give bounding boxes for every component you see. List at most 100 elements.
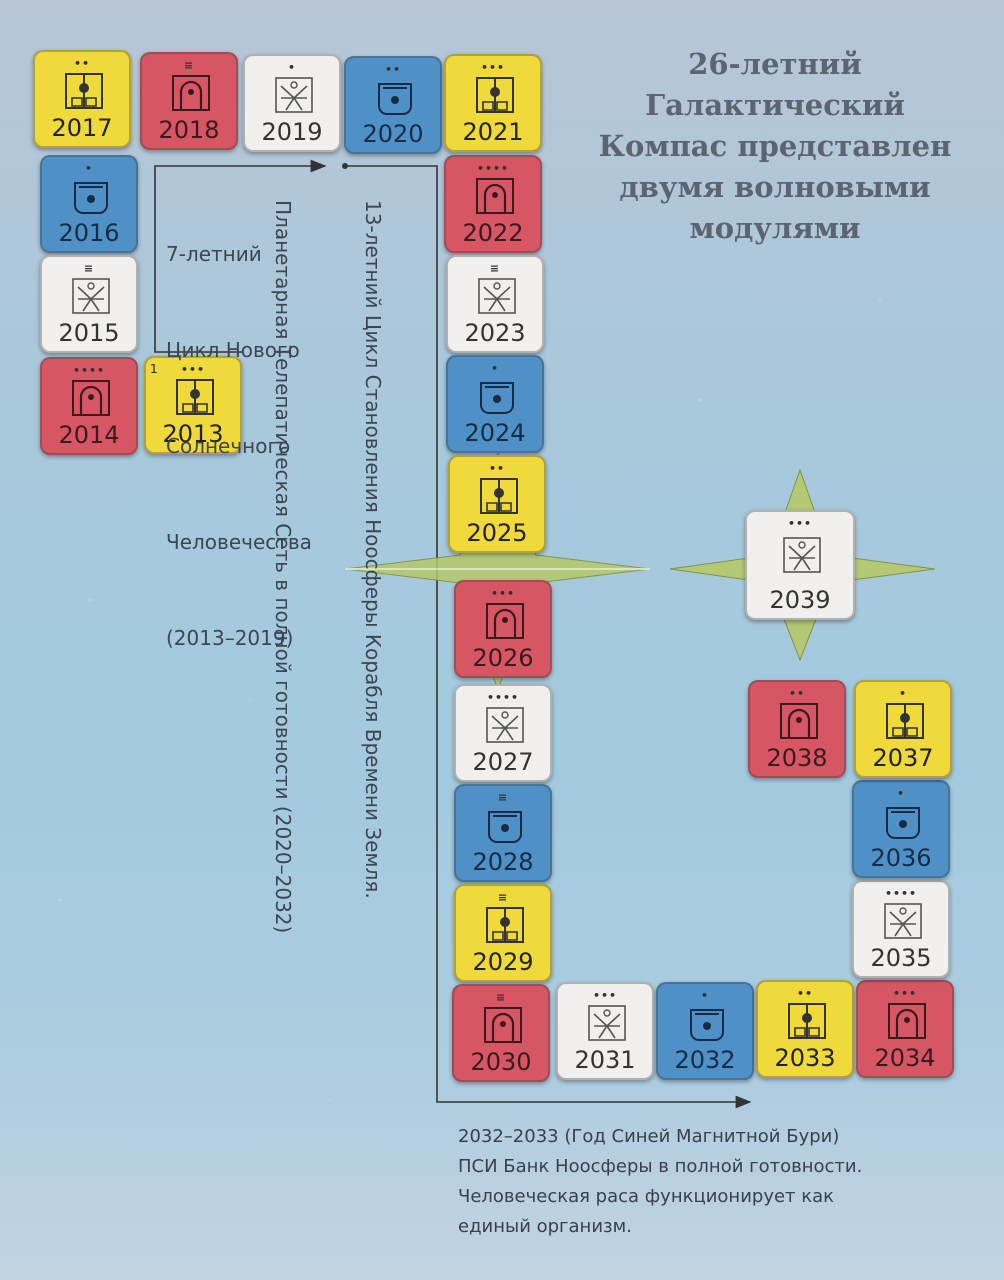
seed-icon [62, 68, 106, 114]
tone-dots: ≡ [497, 791, 509, 804]
year-tile-2030: ≡ 2030 [452, 984, 550, 1082]
tone-dots: •• [796, 987, 814, 1000]
cycle7-line: 7-летний [166, 242, 262, 266]
seed-icon [477, 473, 521, 519]
tone-dots: •• [788, 687, 806, 700]
year-tile-2020: •• 2020 [344, 56, 442, 154]
year-label: 2028 [472, 848, 534, 876]
moon-icon [481, 1002, 525, 1048]
tone-dots: •• [384, 63, 402, 76]
tone-dots: • [700, 989, 710, 1002]
moon-icon [885, 998, 929, 1044]
seed-icon [173, 374, 217, 420]
year-label: 2015 [58, 319, 120, 347]
tone-dots: •••• [486, 691, 520, 704]
tone-dots: •••• [72, 364, 106, 377]
start-number: 1 [150, 362, 158, 376]
year-label: 2013 [162, 420, 224, 448]
moon-icon [169, 70, 213, 116]
year-label: 2038 [766, 744, 828, 772]
year-tile-2026: ••• 2026 [454, 580, 552, 678]
year-tile-2032: • 2032 [656, 982, 754, 1080]
tone-dots: •••• [476, 162, 510, 175]
year-tile-2027: •••• 2027 [454, 684, 552, 782]
year-tile-2033: •• 2033 [756, 980, 854, 1078]
year-tile-2021: •••2021 [444, 54, 542, 152]
year-tile-2024: •2024 [446, 355, 544, 453]
storm-icon [483, 802, 527, 848]
year-label: 2034 [874, 1044, 936, 1072]
year-label: 2032 [674, 1046, 736, 1074]
title-line: двумя волновыми [619, 170, 931, 204]
year-label: 2014 [58, 421, 120, 449]
tone-dots: ••• [490, 587, 516, 600]
tone-dots: ≡ [495, 991, 507, 1004]
cycle7-line: Цикл Нового [166, 338, 300, 362]
year-label: 2020 [362, 120, 424, 148]
year-label: 2029 [472, 948, 534, 976]
tone-dots: • [84, 162, 94, 175]
year-label: 2031 [574, 1046, 636, 1074]
tone-dots: •••• [884, 887, 918, 900]
tone-dots: • [896, 787, 906, 800]
year-label: 2035 [870, 944, 932, 972]
tone-dots: • [898, 687, 908, 700]
seed-icon [883, 698, 927, 744]
tone-dots: •• [488, 462, 506, 475]
cycle7-line: Человечества [166, 530, 312, 554]
wizard-icon [483, 702, 527, 748]
year-label: 2019 [261, 118, 323, 146]
title-line: Компас представлен [598, 129, 952, 163]
year-tile-2015: ≡2015 [40, 255, 138, 353]
year-label: 2018 [158, 116, 220, 144]
note-line: 2032–2033 (Год Синей Магнитной Бури) [458, 1126, 840, 1147]
note-line: ПСИ Банк Ноосферы в полной готовности. [458, 1156, 863, 1177]
year-label: 2016 [58, 219, 120, 247]
tone-dots: ≡ [183, 59, 195, 72]
storm-icon [881, 798, 925, 844]
cycle13-line1: 13-летний Цикл Становления Ноосферы Кора… [361, 200, 385, 899]
storm-icon [373, 74, 417, 120]
tone-dots: ≡ [497, 891, 509, 904]
wizard-icon [881, 898, 925, 944]
year-label: 2030 [470, 1048, 532, 1076]
wizard-icon [69, 273, 113, 319]
cycle7-line: (2013–2019) [166, 626, 294, 650]
tone-dots: ≡ [489, 262, 501, 275]
tone-dots: ••• [592, 989, 618, 1002]
moon-icon [483, 598, 527, 644]
cycle13-line2: Планетарная Телепатическая Сеть в полной… [271, 200, 295, 934]
year-label: 2022 [462, 219, 524, 247]
tone-dots: ••• [892, 987, 918, 1000]
tone-dots: • [287, 61, 297, 74]
title-line: 26-летний [688, 47, 862, 81]
year-label: 2025 [466, 519, 528, 547]
year-label: 2033 [774, 1044, 836, 1072]
year-tile-2014: •••• 2014 [40, 357, 138, 455]
moon-icon [777, 698, 821, 744]
year-tile-2022: •••• 2022 [444, 155, 542, 253]
year-label: 2023 [464, 319, 526, 347]
year-tile-2031: ••• 2031 [556, 982, 654, 1080]
seed-icon [483, 902, 527, 948]
year-tile-2038: •• 2038 [748, 680, 846, 778]
year-label: 2039 [769, 586, 831, 614]
year-tile-2036: • 2036 [852, 780, 950, 878]
year-label: 2026 [472, 644, 534, 672]
year-tile-2018: ≡ 2018 [140, 52, 238, 150]
cycle13-label: 13-летний Цикл Становления Ноосферы Кора… [271, 200, 448, 1060]
year-tile-2023: ≡ 2023 [446, 255, 544, 353]
year-tile-2034: ••• 2034 [856, 980, 954, 1078]
year-label: 2021 [462, 118, 524, 146]
note-line: Человеческая раса функционирует как [458, 1186, 835, 1207]
year-label: 2027 [472, 748, 534, 776]
tone-dots: • [490, 362, 500, 375]
year-label: 2036 [870, 844, 932, 872]
cycle7-label: 7-летний Цикл Нового Солнечного Человече… [166, 174, 312, 686]
diagram-title: 26-летний Галактический Компас представл… [575, 44, 975, 249]
seed-icon [785, 998, 829, 1044]
storm-year-note: 2032–2033 (Год Синей Магнитной Бури) ПСИ… [458, 1122, 978, 1242]
year-tile-2039: •••2039 [745, 510, 855, 620]
year-tile-2025: •• 2025 [448, 455, 546, 553]
